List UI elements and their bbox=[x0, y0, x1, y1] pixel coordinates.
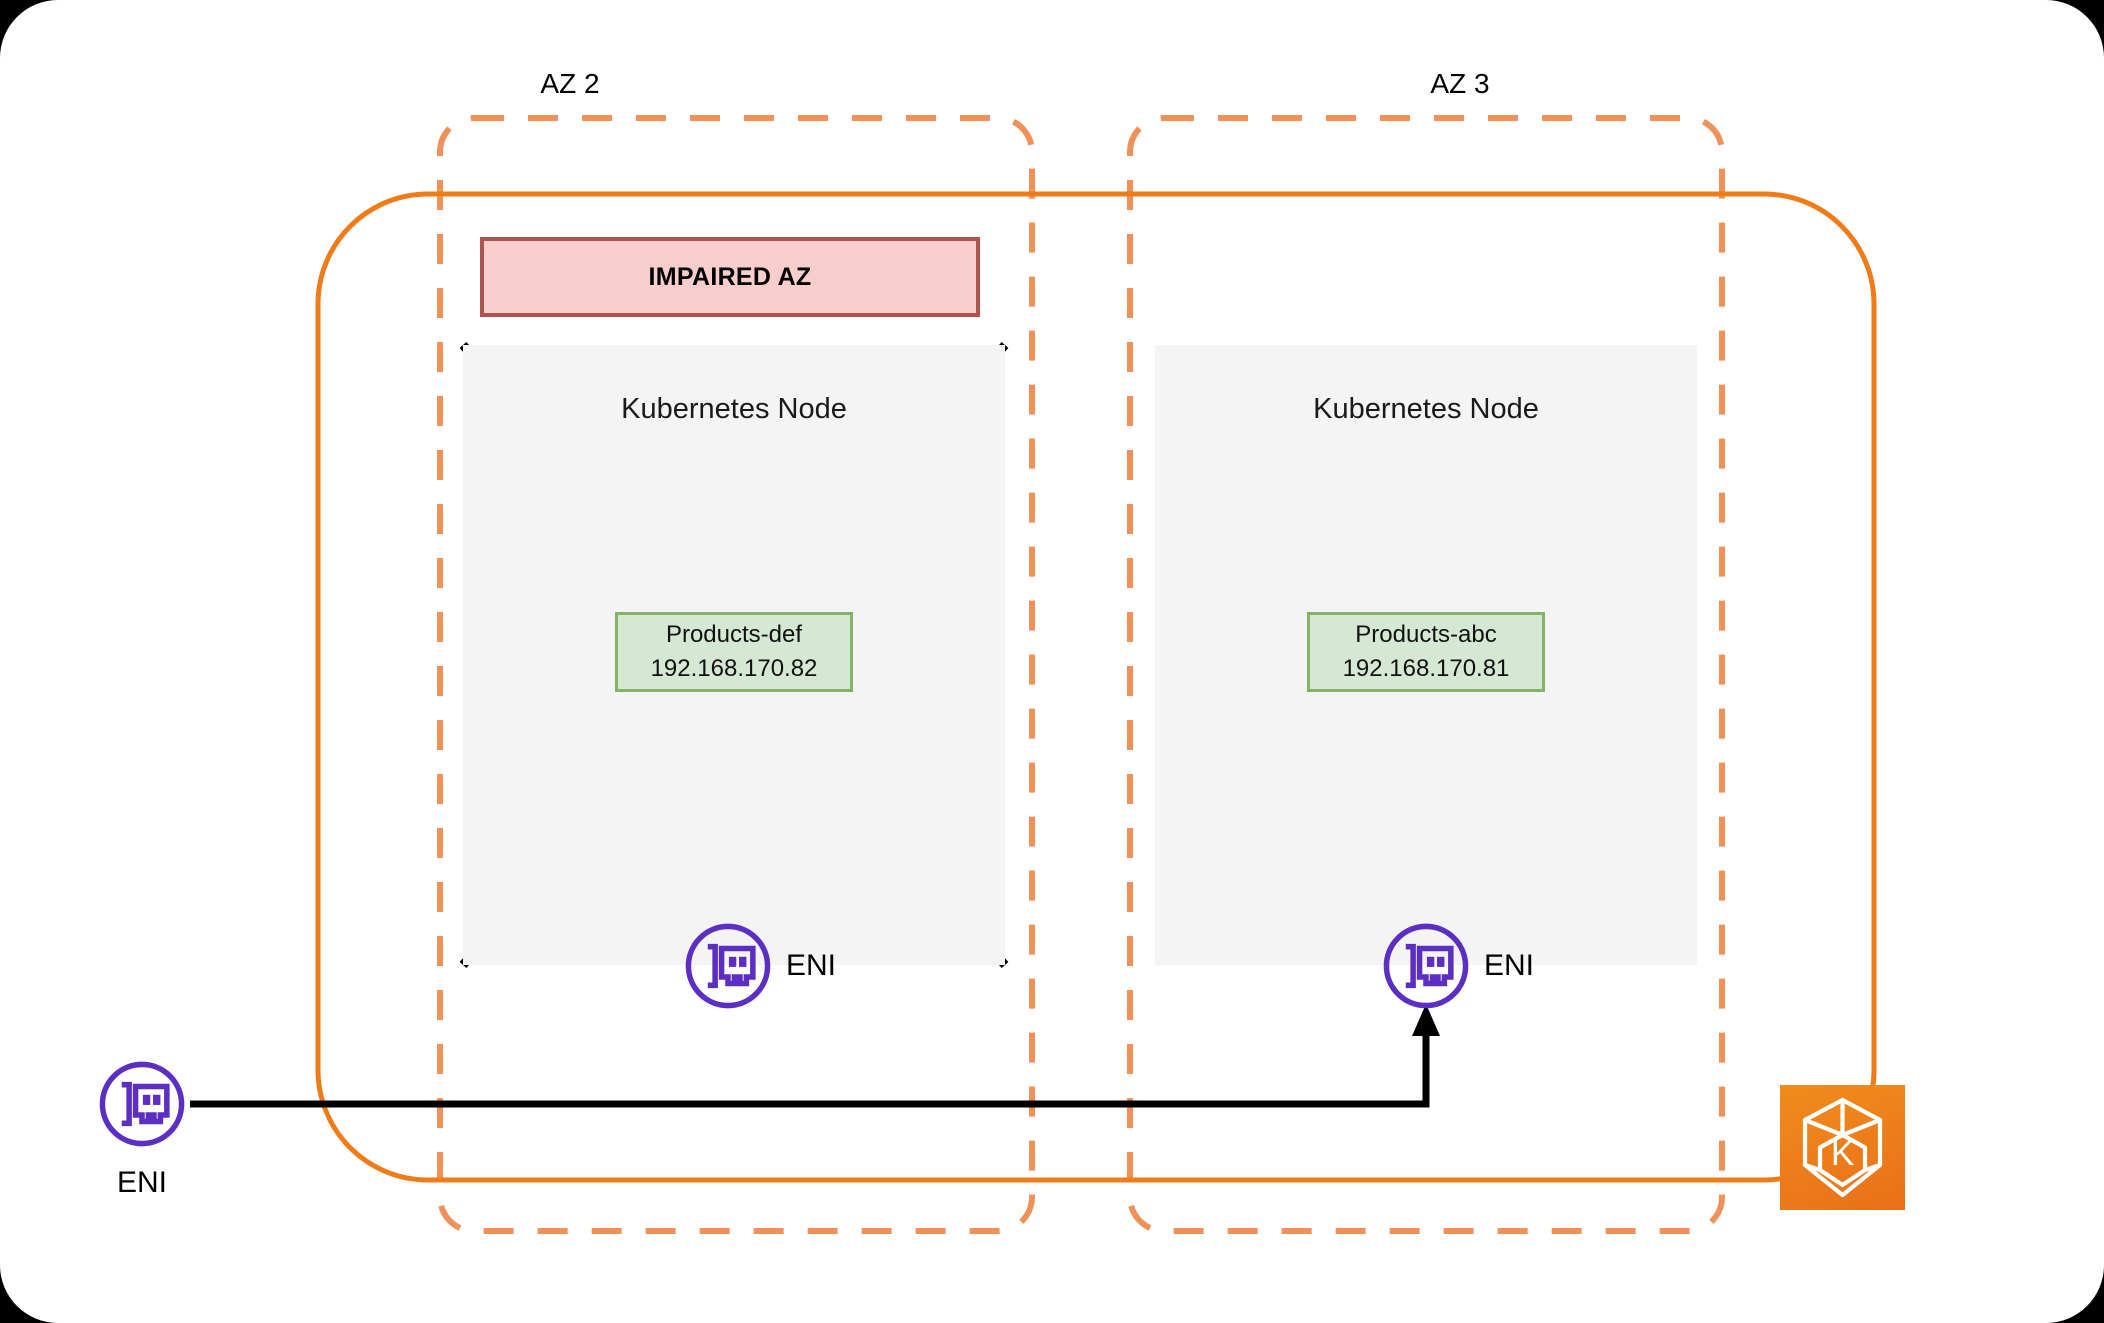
eks-logo[interactable]: K bbox=[1780, 1085, 1905, 1210]
pod-products-abc-name: Products-abc bbox=[1355, 621, 1497, 648]
eni-az2[interactable]: ENI bbox=[682, 920, 836, 1012]
eni-icon bbox=[1383, 923, 1469, 1009]
eni-icon bbox=[685, 923, 771, 1009]
eni-az3-label: ENI bbox=[1484, 949, 1535, 982]
pod-products-def-ip: 192.168.170.82 bbox=[650, 655, 818, 682]
impaired-az-banner: IMPAIRED AZ bbox=[480, 237, 980, 317]
eni-az2-label: ENI bbox=[786, 949, 837, 982]
eni-external[interactable]: ENI bbox=[96, 1058, 188, 1200]
eni-external-label: ENI bbox=[116, 1166, 167, 1199]
kubernetes-node-az2-title: Kubernetes Node bbox=[621, 393, 847, 425]
pod-products-def: Products-def 192.168.170.82 bbox=[615, 612, 853, 692]
pod-products-def-name: Products-def bbox=[665, 621, 803, 648]
eni-az3[interactable]: ENI bbox=[1380, 920, 1534, 1012]
traffic-flow-path bbox=[190, 1030, 1430, 1108]
eks-logo-letter: K bbox=[1831, 1134, 1854, 1173]
eni-icon bbox=[99, 1061, 185, 1147]
az-label-az3: AZ 3 bbox=[1430, 68, 1490, 99]
kubernetes-node-az3-title: Kubernetes Node bbox=[1313, 393, 1539, 425]
pod-products-abc-ip: 192.168.170.81 bbox=[1342, 655, 1510, 682]
pod-products-abc: Products-abc 192.168.170.81 bbox=[1307, 612, 1545, 692]
impaired-az-label: IMPAIRED AZ bbox=[648, 262, 812, 291]
eks-logo-icon: K bbox=[1802, 1097, 1883, 1198]
az-label-az2: AZ 2 bbox=[540, 68, 600, 99]
